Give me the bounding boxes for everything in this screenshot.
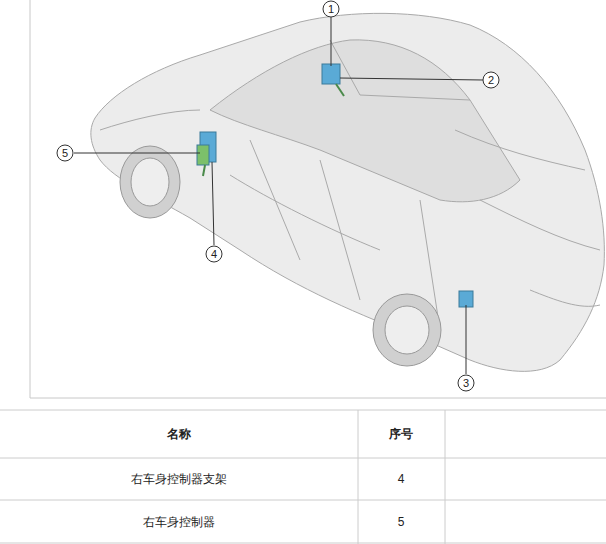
frame-line bbox=[30, 398, 606, 399]
callout-number: 2 bbox=[483, 72, 500, 89]
frame-line bbox=[30, 0, 31, 398]
table-cell: 右车身控制器 bbox=[143, 515, 215, 529]
car-body bbox=[91, 13, 605, 371]
callout-number: 1 bbox=[323, 1, 340, 18]
table-grid bbox=[0, 410, 606, 544]
table-cell: 右车身控制器支架 bbox=[131, 472, 227, 486]
table-cell: 5 bbox=[398, 515, 405, 529]
table-header: 序号 bbox=[389, 427, 413, 441]
table-cell: 4 bbox=[398, 472, 405, 486]
wheel bbox=[120, 146, 441, 366]
table-header: 名称 bbox=[167, 427, 191, 441]
callout-number: 3 bbox=[458, 375, 475, 392]
callout-number: 5 bbox=[57, 145, 74, 162]
control-unit bbox=[197, 64, 473, 307]
leader-line bbox=[74, 17, 483, 374]
callout-number: 4 bbox=[206, 246, 223, 263]
